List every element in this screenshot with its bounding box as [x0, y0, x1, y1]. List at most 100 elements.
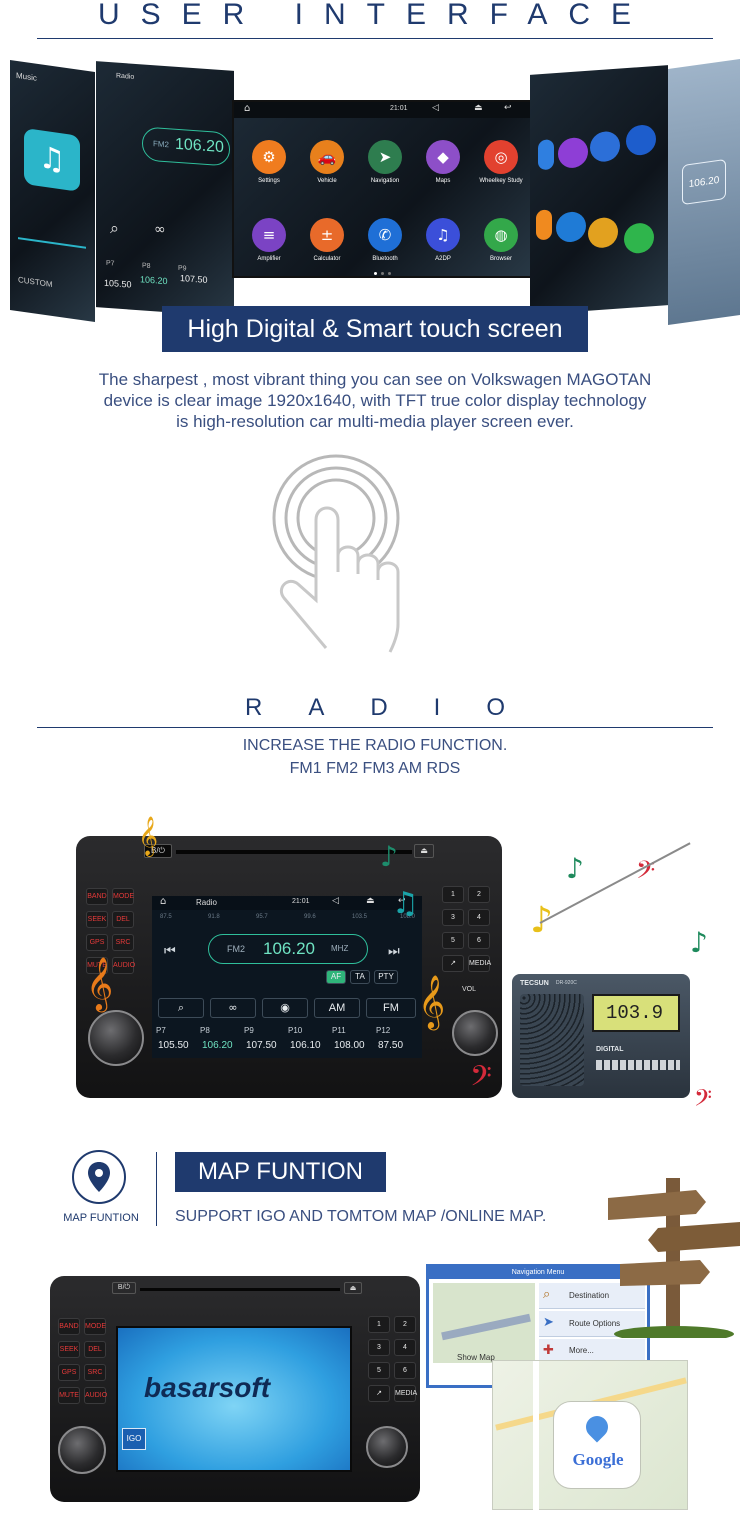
radio-scan-button[interactable]: ◉ [262, 998, 308, 1018]
pty-toggle[interactable]: PTY [374, 970, 398, 984]
panel-button[interactable]: 4 [394, 1339, 416, 1356]
clock-app-icon[interactable] [538, 139, 554, 171]
progress-bar[interactable] [18, 237, 86, 249]
panel-button[interactable]: MODE [84, 1318, 106, 1335]
panel-button[interactable]: 1 [442, 886, 464, 903]
gear-icon[interactable]: ⚙ [252, 140, 286, 174]
compass-icon[interactable]: ➤ [368, 140, 402, 174]
screen-music[interactable]: Music ♫ CUSTOM [10, 60, 95, 322]
radio-loop-button[interactable]: ∞ [210, 998, 256, 1018]
panel-button[interactable]: 5 [368, 1362, 390, 1379]
panel-button[interactable]: GPS [58, 1364, 80, 1381]
seek-up-icon[interactable]: ⏭ [388, 944, 400, 959]
panel-button[interactable]: AUDIO [84, 1387, 107, 1404]
panel-button[interactable]: SRC [112, 934, 134, 951]
bluetooth-icon[interactable]: ✆ [368, 218, 402, 252]
panel-button[interactable]: ↗ [442, 955, 464, 972]
screen-apps-right[interactable] [530, 65, 668, 315]
show-map-thumbnail[interactable]: Show Map [433, 1283, 535, 1363]
map-knob-left[interactable] [58, 1426, 106, 1474]
radio-back-icon[interactable]: ↩ [398, 896, 406, 906]
search-icon[interactable]: ⌕ [110, 218, 119, 238]
nav-item-route-options[interactable]: ➤ Route Options [539, 1311, 645, 1337]
volume-icon[interactable]: ◁ [432, 103, 439, 113]
radio-search-button[interactable]: ⌕ [158, 998, 204, 1018]
steering-wheel-icon[interactable]: ◎ [484, 140, 518, 174]
panel-button[interactable]: MEDIA [394, 1385, 417, 1402]
panel-button[interactable]: 3 [442, 909, 464, 926]
panel-button[interactable]: MODE [112, 888, 134, 905]
nav-item-destination[interactable]: ⌕ Destination [539, 1283, 645, 1309]
panel-button[interactable]: 4 [468, 909, 490, 926]
video-app-icon[interactable] [558, 136, 588, 169]
panel-button[interactable]: 2 [394, 1316, 416, 1333]
screen-home[interactable]: ⌂ 21:01 ◁ ⏏ ↩ ⚙Settings🚗Vehicle➤Navigati… [232, 100, 532, 278]
radio-app-icon[interactable] [590, 130, 620, 163]
easyconnected-app-icon[interactable] [624, 222, 654, 255]
calculator-icon[interactable]: ± [310, 218, 344, 252]
panel-button[interactable]: BAND [86, 888, 108, 905]
panel-button[interactable]: 3 [368, 1339, 390, 1356]
downloads-app-icon[interactable] [556, 210, 586, 244]
radio-volume-icon[interactable]: ◁ [332, 896, 339, 906]
panel-button[interactable]: DEL [112, 911, 134, 928]
screen-radio-side[interactable]: Radio FM2 106.20 ⌕ ∞ P7 P8 P9 105.50 106… [96, 61, 234, 317]
panel-button[interactable]: SEEK [58, 1341, 80, 1358]
preset-frequency[interactable]: 106.20 [202, 1040, 233, 1051]
preset-value-3[interactable]: 107.50 [180, 273, 208, 285]
car-icon[interactable]: 🚗 [310, 140, 344, 174]
map-eject-button[interactable]: ⏏ [344, 1282, 362, 1294]
dvr-app-icon[interactable] [588, 216, 618, 249]
equalizer-icon[interactable]: ≡ [252, 218, 286, 252]
panel-button[interactable]: MUTE [86, 957, 108, 974]
ta-toggle[interactable]: TA [350, 970, 370, 984]
fm-button[interactable]: FM [366, 998, 416, 1018]
map-knob-right[interactable] [366, 1426, 408, 1468]
panel-button[interactable]: MUTE [58, 1387, 80, 1404]
globe-icon[interactable]: ◍ [484, 218, 518, 252]
preset-frequency[interactable]: 107.50 [246, 1040, 277, 1051]
panel-button[interactable]: 1 [368, 1316, 390, 1333]
eject-icon[interactable]: ⏏ [474, 103, 483, 113]
eject-button[interactable]: ⏏ [414, 844, 434, 858]
map-screen[interactable]: basarsoft IGO [116, 1326, 352, 1472]
am-button[interactable]: AM [314, 998, 360, 1018]
panel-button[interactable]: AUDIO [112, 957, 135, 974]
panel-button[interactable]: 6 [468, 932, 490, 949]
panel-button[interactable]: SEEK [86, 911, 108, 928]
google-map-card[interactable]: Google [492, 1360, 688, 1511]
music-note-icon[interactable]: ♫ [426, 218, 460, 252]
panel-button[interactable]: 6 [394, 1362, 416, 1379]
panel-button[interactable]: BAND [58, 1318, 80, 1335]
map-icon[interactable]: ◆ [426, 140, 460, 174]
home-icon[interactable]: ⌂ [244, 103, 251, 114]
preset-frequency[interactable]: 108.00 [334, 1040, 365, 1051]
map-power-button[interactable]: B/⏻ [112, 1282, 136, 1294]
af-toggle[interactable]: AF [326, 970, 346, 984]
back-icon[interactable]: ↩ [504, 103, 512, 113]
seek-down-icon[interactable]: ⏮ [164, 944, 176, 959]
preset-value-2[interactable]: 106.20 [140, 274, 168, 287]
preset-value-1[interactable]: 105.50 [104, 277, 132, 290]
panel-button[interactable]: SRC [84, 1364, 106, 1381]
volume-knob-left[interactable] [88, 1010, 144, 1066]
preset-frequency[interactable]: 106.10 [290, 1040, 321, 1051]
panel-button[interactable]: 2 [468, 886, 490, 903]
weather-app-icon[interactable] [536, 209, 552, 241]
radio-home-icon[interactable]: ⌂ [160, 896, 167, 907]
screen-far-right[interactable]: 106.20 [668, 58, 740, 326]
preset-frequency[interactable]: 87.50 [378, 1040, 404, 1051]
tpms-app-icon[interactable] [626, 124, 656, 157]
radio-eject-icon[interactable]: ⏏ [366, 896, 375, 906]
panel-button[interactable]: ↗ [368, 1385, 390, 1402]
panel-button[interactable]: MEDIA [468, 955, 491, 972]
preset-frequency[interactable]: 105.50 [158, 1040, 189, 1051]
power-button[interactable]: B/⏻ [144, 844, 172, 858]
nav-item-more[interactable]: ✚ More... [539, 1339, 645, 1363]
panel-button[interactable]: DEL [84, 1341, 106, 1358]
panel-button[interactable]: GPS [86, 934, 108, 951]
loop-icon[interactable]: ∞ [154, 221, 166, 239]
volume-knob-right[interactable] [452, 1010, 498, 1056]
panel-button[interactable]: 5 [442, 932, 464, 949]
